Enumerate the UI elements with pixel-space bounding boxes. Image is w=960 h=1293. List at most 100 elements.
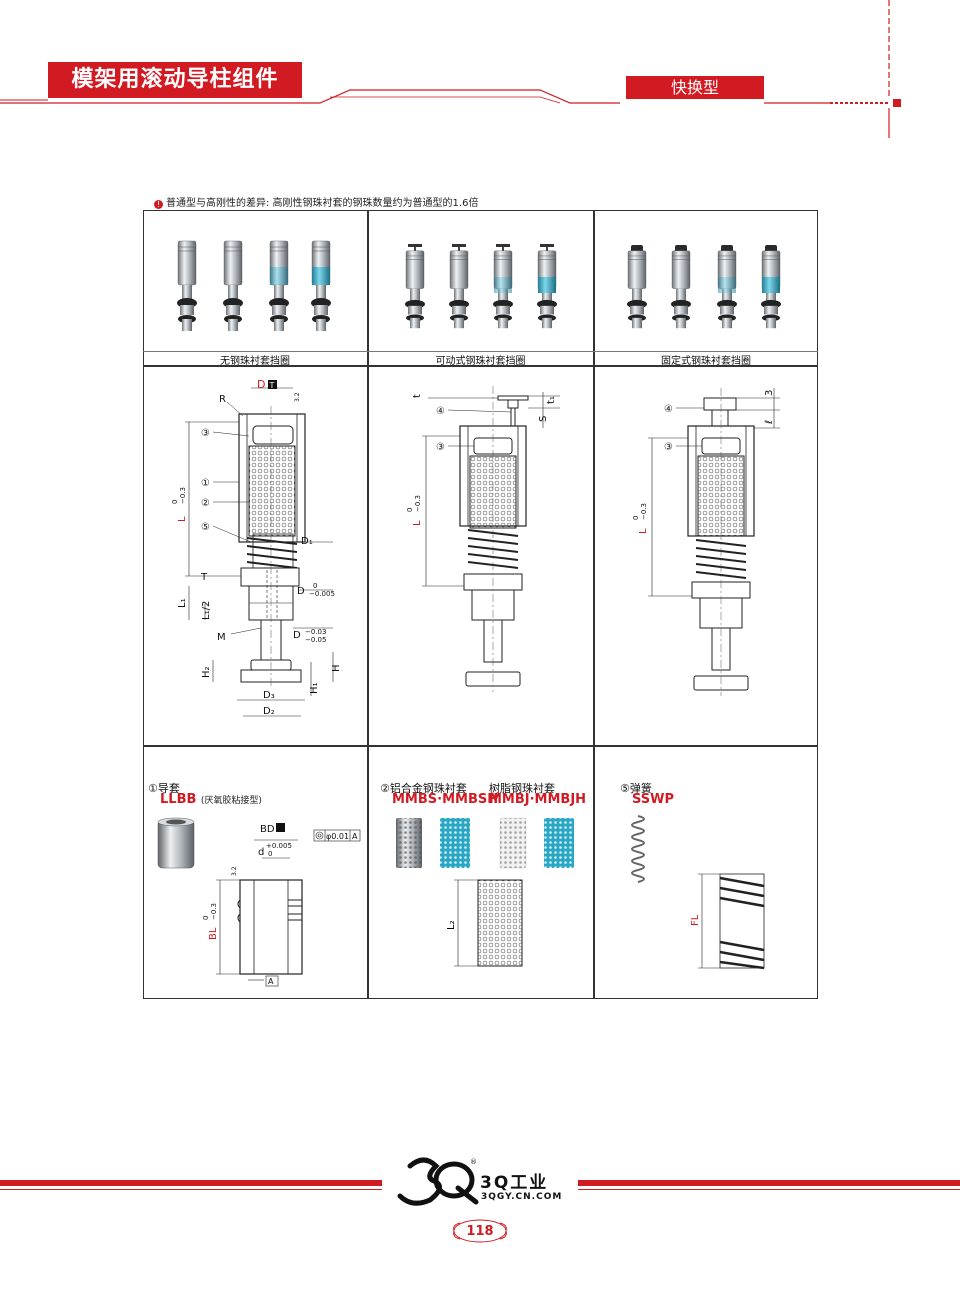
dim-H2: H₂ bbox=[201, 666, 212, 678]
dim-Db-tol-bot: −0.05 bbox=[305, 636, 326, 644]
callout-1: ① bbox=[201, 478, 210, 489]
dim-D-mid: D bbox=[297, 586, 305, 597]
footer-bar-right bbox=[578, 1180, 960, 1186]
row-divider-top bbox=[143, 351, 818, 352]
brand-name: 3Q工业 bbox=[480, 1173, 549, 1193]
page-subtitle: 快换型 bbox=[626, 76, 764, 99]
dim-S: S bbox=[538, 416, 549, 422]
dim-T-label: T bbox=[200, 572, 208, 583]
footer-thin-right bbox=[578, 1189, 960, 1190]
callout-3: ③ bbox=[664, 442, 673, 453]
dim-L-tol-top: 0 bbox=[171, 500, 179, 504]
row-divider-mid bbox=[143, 365, 818, 367]
dim-L-tol-top: 0 bbox=[632, 516, 640, 520]
guide-bush-code: LLBB bbox=[160, 792, 197, 807]
drawing-no-retainer: D T 3.2 R ③ ① ② ⑤ D₁ T D 0 −0.005 M D −0… bbox=[171, 378, 342, 717]
part-cage-resin-code: MMBJ·MMBJH bbox=[489, 792, 587, 807]
datum-A: A bbox=[352, 832, 358, 841]
photo-set-1 bbox=[176, 240, 332, 332]
part-guide-bush-label: ①导套 bbox=[148, 782, 180, 795]
dim-L-tol-top: 0 bbox=[406, 508, 414, 512]
callout-5: ⑤ bbox=[201, 522, 210, 533]
note-text: 普通型与高刚性的差异: 高刚性钢珠衬套的钢珠数量约为普通型的1.6倍 bbox=[166, 198, 479, 209]
photo-set-3 bbox=[626, 245, 782, 329]
datum-T-box bbox=[276, 823, 285, 832]
header-decoration bbox=[0, 0, 901, 138]
dim-L2: L₂ bbox=[446, 920, 457, 930]
dim-M: M bbox=[217, 632, 226, 643]
callout-4: ④ bbox=[436, 406, 445, 417]
col-divider-1 bbox=[367, 210, 369, 999]
dim-Db-tol-top: −0.03 bbox=[305, 628, 326, 636]
row-divider-bot bbox=[143, 745, 818, 747]
datum-A-bottom: A bbox=[268, 977, 274, 986]
col-divider-2 bbox=[593, 210, 595, 999]
callout-2: ② bbox=[201, 498, 210, 509]
column-label-3: 固定式钢珠衬套挡圈 bbox=[661, 356, 751, 367]
info-icon: ! bbox=[154, 200, 163, 209]
dim-D3: D₃ bbox=[263, 690, 275, 701]
column-label-2: 可动式钢珠衬套挡圈 bbox=[435, 356, 526, 367]
callout-3: ③ bbox=[436, 442, 445, 453]
dim-D-tol-bot: −0.005 bbox=[309, 590, 335, 598]
concentricity: φ0.01 bbox=[326, 832, 349, 841]
datum-T-box bbox=[268, 380, 277, 389]
guide-bush-note: (厌氧胶粘接型) bbox=[200, 796, 262, 806]
dim-D-top: D bbox=[257, 378, 265, 391]
dim-H1: H₁ bbox=[309, 682, 320, 694]
footer-bar-left bbox=[0, 1180, 382, 1186]
dim-L-tol-bot: −0.3 bbox=[179, 487, 187, 504]
dim-d-tol-bot: 0 bbox=[268, 850, 272, 858]
brand-logo-icon bbox=[397, 1157, 479, 1206]
part-cage-resin-label: 树脂钢珠衬套 bbox=[489, 782, 555, 795]
registered-mark: ® bbox=[470, 1158, 477, 1166]
photo-set-2 bbox=[404, 244, 558, 329]
dim-D1: D₁ bbox=[301, 536, 313, 547]
dim-H: H bbox=[331, 664, 342, 672]
dim-FL: FL bbox=[690, 914, 701, 926]
callout-4: ④ bbox=[664, 404, 673, 415]
roughness-mark: 3.2 bbox=[231, 866, 238, 876]
note-line: !普通型与高刚性的差异: 高刚性钢珠衬套的钢珠数量约为普通型的1.6倍 bbox=[154, 194, 478, 209]
dim-3: 3 bbox=[764, 390, 775, 396]
drawing-fixed-retainer: 3 ℓ ④ ③ L 0 −0.3 bbox=[632, 388, 780, 696]
drawing-guide-bush: BD d +0.005 0 φ0.01 A A 3.2 BL 0 −0.3 bbox=[157, 817, 361, 987]
spec-frame bbox=[143, 210, 818, 999]
dim-d: d bbox=[258, 847, 264, 858]
dim-R: R bbox=[219, 394, 226, 405]
part-spring-label: ⑤弹簧 bbox=[620, 782, 652, 795]
callout-3: ③ bbox=[201, 428, 210, 439]
dim-L: L bbox=[412, 520, 423, 526]
dim-BL: BL bbox=[208, 927, 219, 940]
part-cage-alu-code: MMBS·MMBSH bbox=[392, 792, 499, 807]
dim-L-tol-bot: −0.3 bbox=[414, 495, 422, 512]
dim-L-tol-bot: −0.3 bbox=[640, 503, 648, 520]
part-cage-alu-label: ②铝合金钢珠衬套 bbox=[380, 782, 467, 795]
dim-L: L bbox=[177, 516, 188, 522]
dim-BL-tol-bot: −0.3 bbox=[210, 903, 218, 920]
dim-BD: BD bbox=[260, 824, 275, 835]
part-guide-bush-code: LLBB (厌氧胶粘接型) bbox=[160, 792, 262, 807]
dim-L: L bbox=[638, 528, 649, 534]
drawing-spring: FL bbox=[631, 815, 765, 970]
page-number-ornament bbox=[453, 1219, 507, 1243]
page-title: 模架用滚动导柱组件 bbox=[48, 62, 302, 98]
roughness-mark: 3.2 bbox=[294, 392, 301, 402]
dim-BL-tol-top: 0 bbox=[202, 916, 210, 920]
dim-d-tol-top: +0.005 bbox=[266, 842, 292, 850]
dim-D2: D₂ bbox=[263, 706, 275, 717]
brand-url: 3QGY.CN.COM bbox=[481, 1192, 563, 1202]
dim-t: t bbox=[412, 394, 423, 398]
column-label-1: 无钢珠衬套挡圈 bbox=[220, 356, 290, 367]
page-number: 118 bbox=[466, 1224, 494, 1239]
drawing-ball-cages: L₂ bbox=[396, 817, 574, 967]
dim-t1: t₁ bbox=[546, 396, 557, 404]
datum-T: T bbox=[269, 381, 275, 390]
footer-thin-left bbox=[0, 1189, 382, 1190]
drawing-movable-retainer: t t₁ S ④ ③ L 0 −0.3 bbox=[406, 386, 560, 692]
product-photos bbox=[176, 240, 782, 332]
dim-L1-half: L₁/2 bbox=[201, 601, 212, 620]
dim-l: ℓ bbox=[764, 420, 775, 424]
dim-L1: L₁ bbox=[177, 598, 188, 608]
part-spring-code: SSWP bbox=[632, 792, 675, 807]
